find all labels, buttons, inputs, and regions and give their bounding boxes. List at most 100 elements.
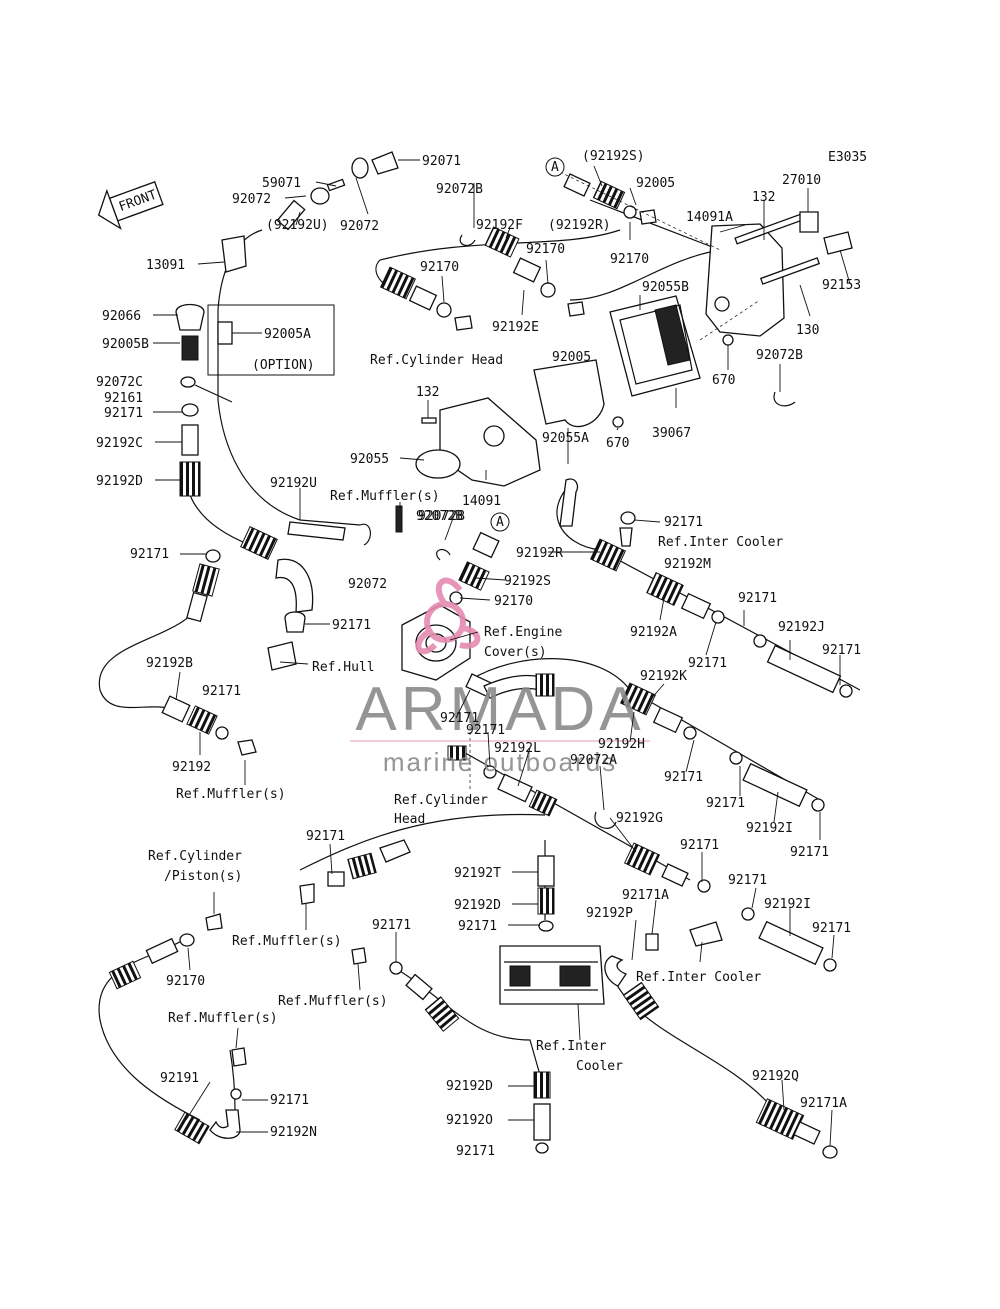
front-arrow-icon: FRONT (97, 181, 164, 230)
part-label: 92153 (822, 278, 861, 293)
part-label: 39067 (652, 426, 691, 441)
part-label: E3035 (828, 150, 867, 165)
part-label: 92170 (420, 260, 459, 275)
part-label: 59071 (262, 176, 301, 191)
part-label: Ref.Inter Cooler (658, 535, 783, 550)
parts-graphics (108, 151, 853, 1159)
part-label: 92171 (822, 643, 861, 658)
part-label: Ref.Muffler(s) (232, 934, 342, 949)
part-label: 92072 (340, 219, 379, 234)
part-label: 92192D (454, 898, 501, 913)
watermark-tagline: marine outboards (383, 747, 617, 777)
part-label: 92192D (446, 1079, 493, 1094)
part-label: 92005 (636, 176, 675, 191)
part-label: 92192O (446, 1113, 493, 1128)
part-label: 670 (712, 373, 735, 388)
part-label: 92072B (436, 182, 483, 197)
part-label: 92171 (372, 918, 411, 933)
part-label: 92192I (764, 897, 811, 912)
part-label: 92171 (664, 515, 703, 530)
part-label: 92171 (440, 711, 479, 726)
part-label: Head (394, 812, 425, 827)
part-label: 92170 (526, 242, 565, 257)
part-label: 92192I (746, 821, 793, 836)
svg-text:A: A (496, 515, 504, 530)
guide-lines (469, 171, 761, 790)
part-label: 92055A (542, 431, 589, 446)
part-label: (92192S) (582, 149, 645, 164)
watermark-brand: ARMADA (355, 675, 644, 744)
part-label: 132 (752, 190, 775, 205)
part-label: 92171 (456, 1144, 495, 1159)
part-label: 92192U (270, 476, 317, 491)
part-label: 92192J (778, 620, 825, 635)
propeller-icon (415, 577, 481, 655)
option-label: (OPTION) (252, 358, 315, 373)
part-label: Ref.Hull (312, 660, 375, 675)
part-label: 92192M (664, 557, 711, 572)
part-label: 92171 (688, 656, 727, 671)
part-label: 92171 (130, 547, 169, 562)
part-label: 92066 (102, 309, 141, 324)
part-label: 92192C (96, 436, 143, 451)
part-label: 92171 (680, 838, 719, 853)
part-label: Ref.Muffler(s) (278, 994, 388, 1009)
callout-a-top: A (545, 157, 565, 177)
part-label: 92072B (418, 509, 465, 524)
part-label: 92170 (610, 252, 649, 267)
part-label: Ref.Muffler(s) (330, 489, 440, 504)
part-label: 92071 (422, 154, 461, 169)
part-label: 92192Q (752, 1069, 799, 1084)
part-label: 132 (416, 385, 439, 400)
part-label: Ref.Cylinder Head (370, 353, 503, 368)
part-label: Ref.Engine (484, 625, 562, 640)
part-label: 92072C (96, 375, 143, 390)
part-label: 92055B (642, 280, 689, 295)
part-label: 92171 (202, 684, 241, 699)
callout-a-mid: A (490, 512, 510, 532)
part-label: 92192L (494, 741, 541, 756)
part-label: 92171 (104, 406, 143, 421)
part-labels: 92071 59071 92072 92072 (92192U) 13091 9… (96, 149, 867, 1159)
part-label: 92170 (494, 594, 533, 609)
part-label: 92005B (102, 337, 149, 352)
part-label: 92171 (738, 591, 777, 606)
part-label: 92192B (146, 656, 193, 671)
part-label: 92192E (492, 320, 539, 335)
part-label: 92191 (160, 1071, 199, 1086)
part-label: /Piston(s) (164, 869, 242, 884)
part-label: 92072B (416, 509, 463, 524)
part-label: 92005 (552, 350, 591, 365)
part-label: 92171 (706, 796, 745, 811)
part-label: 670 (606, 436, 629, 451)
watermark: ARMADA marine outboards (350, 577, 650, 777)
part-label: 92192A (630, 625, 677, 640)
part-label: 14091 (462, 494, 501, 509)
part-label: 92171 (812, 921, 851, 936)
part-label: 92072 (232, 192, 271, 207)
part-label: 27010 (782, 173, 821, 188)
part-label: 92171 (458, 919, 497, 934)
part-label: Ref.Inter Cooler (636, 970, 761, 985)
part-label: 92192 (172, 760, 211, 775)
part-label: 92072B (756, 348, 803, 363)
part-label: Ref.Cylinder (394, 793, 488, 808)
option-box (207, 304, 335, 376)
part-label: 92192H (598, 737, 645, 752)
part-label: 92192S (504, 574, 551, 589)
part-label: 92072A (570, 753, 617, 768)
part-label: Ref.Inter (536, 1039, 607, 1054)
leader-lines (153, 159, 851, 1147)
part-label: 92192K (640, 669, 687, 684)
part-label: 13091 (146, 258, 185, 273)
part-label: 92192N (270, 1125, 317, 1140)
part-label: 92171 (664, 770, 703, 785)
part-label: 92171 (728, 873, 767, 888)
part-label: 92192T (454, 866, 501, 881)
part-label: Ref.Muffler(s) (168, 1011, 278, 1026)
part-label: 92072 (348, 577, 387, 592)
part-label: 92161 (104, 391, 143, 406)
part-label: 92171A (622, 888, 669, 903)
part-label: Ref.Cylinder (148, 849, 242, 864)
